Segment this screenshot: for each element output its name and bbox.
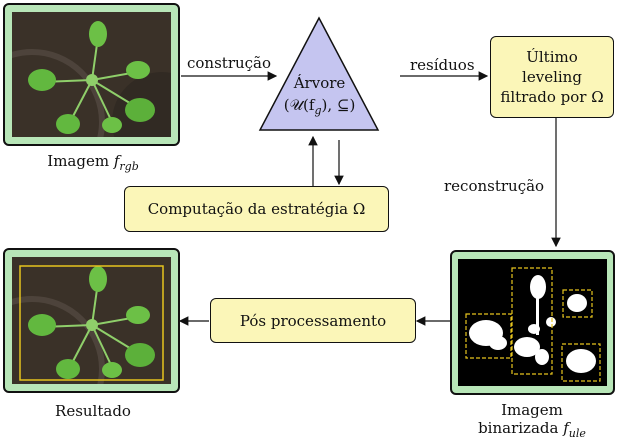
tree-formula: (𝒰(fg), ⊆) bbox=[283, 96, 356, 117]
post-processing-box: Pós processamento bbox=[210, 298, 416, 343]
last-leveling-line1: Último bbox=[526, 48, 578, 66]
plant-image-rgb bbox=[12, 12, 171, 137]
result-image-frame bbox=[3, 248, 180, 393]
last-leveling-box: Último leveling filtrado por Ω bbox=[490, 36, 614, 118]
binary-bbox-bottom-right bbox=[561, 343, 601, 382]
plant-image-result bbox=[12, 257, 171, 384]
construction-label: construção bbox=[187, 54, 272, 72]
tree-title: Árvore bbox=[293, 74, 346, 92]
tree-triangle bbox=[258, 16, 380, 131]
result-caption: Resultado bbox=[55, 402, 131, 420]
binary-image-caption: Imagem binarizada fule bbox=[478, 401, 586, 440]
result-plant-photo bbox=[12, 257, 171, 384]
binary-bbox-center bbox=[511, 267, 553, 375]
binary-bbox-top-right bbox=[562, 289, 593, 318]
result-bounding-box bbox=[19, 265, 164, 381]
binary-photo bbox=[458, 259, 607, 386]
input-plant-photo bbox=[12, 12, 171, 137]
binary-mask-image bbox=[458, 259, 607, 386]
binary-image-frame bbox=[450, 250, 615, 395]
input-image-caption: Imagem frgb bbox=[47, 152, 139, 173]
residues-label: resíduos bbox=[410, 56, 475, 74]
last-leveling-line3: filtrado por Ω bbox=[500, 88, 604, 106]
binary-bbox-left bbox=[465, 313, 512, 359]
tree-node-text: Árvore (𝒰(fg), ⊆) bbox=[262, 72, 377, 122]
input-image-frame bbox=[3, 3, 180, 146]
strategy-box: Computação da estratégia Ω bbox=[124, 186, 389, 232]
reconstruction-label: reconstrução bbox=[444, 177, 545, 195]
last-leveling-line2: leveling bbox=[522, 68, 582, 86]
